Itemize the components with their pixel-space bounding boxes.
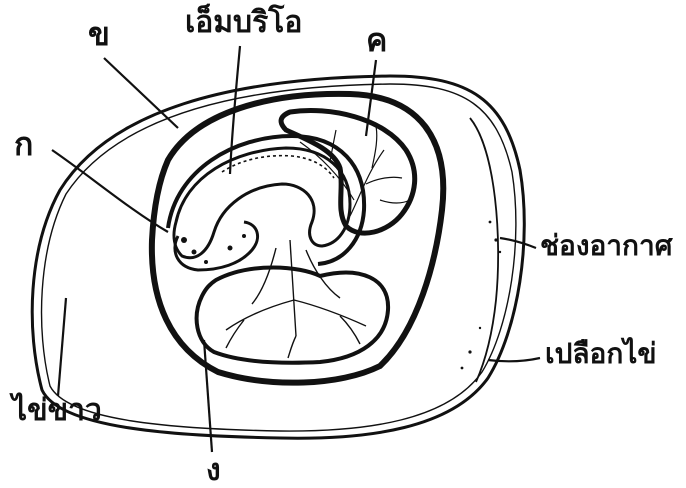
leader-lines bbox=[52, 46, 540, 452]
embryo-shading bbox=[181, 234, 246, 264]
label-embryo: เอ็มบริโอ bbox=[185, 8, 302, 38]
yolk-sac-vessels bbox=[226, 240, 366, 358]
leader-albumen bbox=[58, 298, 66, 396]
embryo-spine bbox=[222, 156, 334, 178]
air-cell-boundary bbox=[470, 118, 498, 382]
embryo-body bbox=[174, 148, 350, 258]
leader-kh bbox=[104, 58, 178, 128]
label-air-cell: ช่องอากาศ bbox=[540, 232, 672, 260]
label-kho: ค bbox=[366, 24, 387, 56]
leader-shell bbox=[488, 358, 540, 361]
label-eggshell: เปลือกไข่ bbox=[545, 340, 657, 368]
label-kh: ข bbox=[88, 18, 110, 50]
leader-air-cell bbox=[500, 238, 536, 248]
label-albumen: ไข่ขาว bbox=[12, 396, 102, 426]
label-k: ก bbox=[14, 128, 33, 160]
label-ng: ง bbox=[206, 456, 221, 486]
